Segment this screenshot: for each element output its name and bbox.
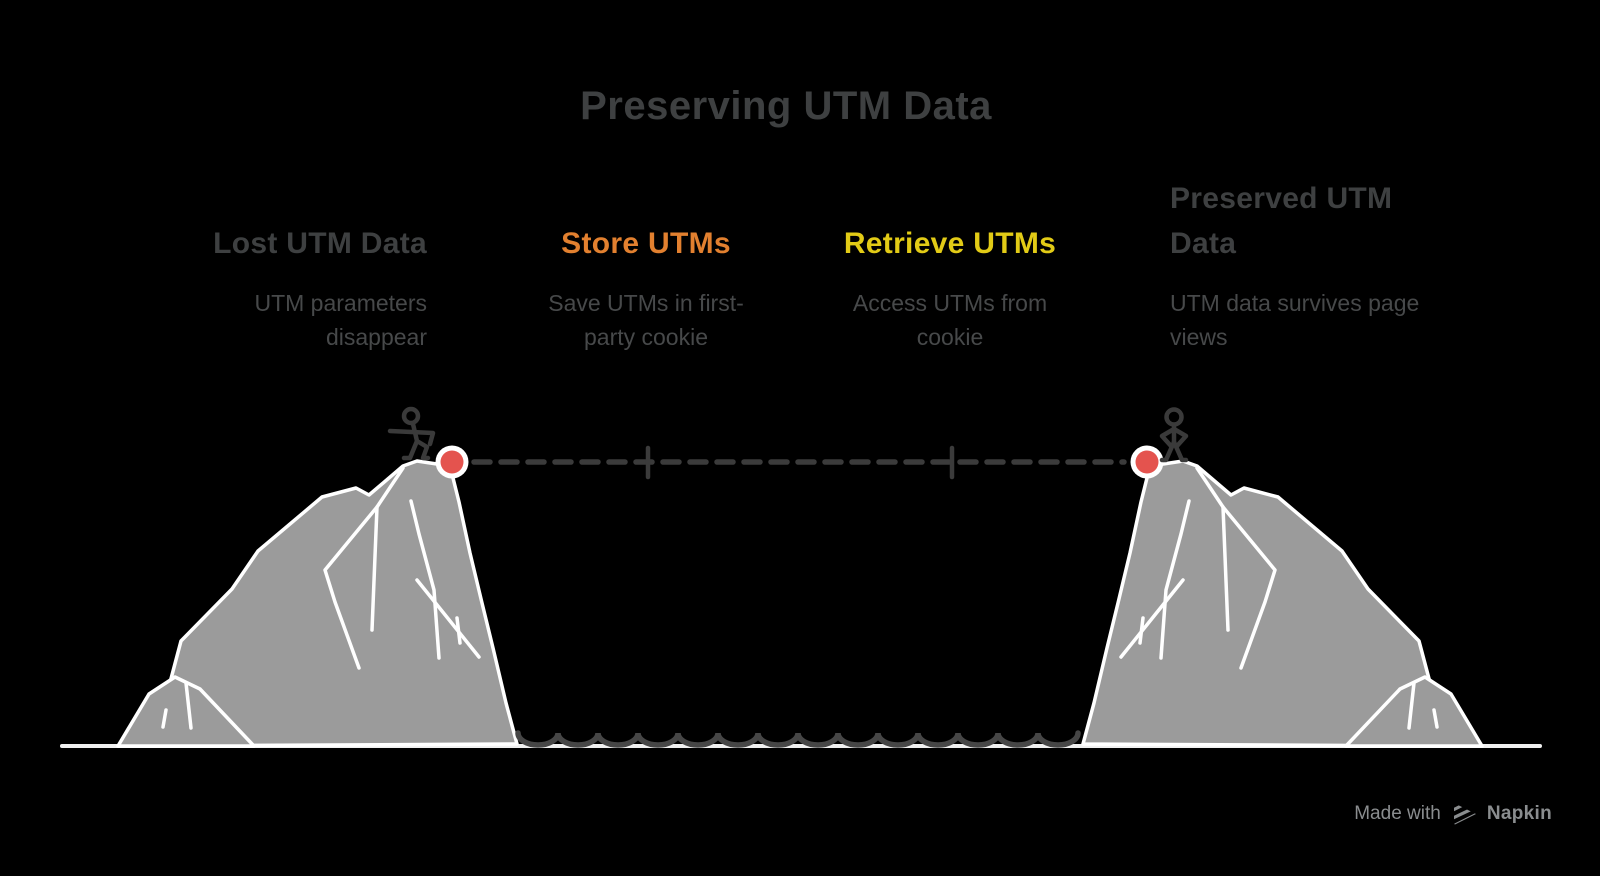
- step-description: UTM data survives page views: [1170, 290, 1420, 350]
- step-description: UTM parameters disappear: [254, 290, 427, 350]
- step-label: Store UTMs: [561, 227, 731, 260]
- step-description: Access UTMs from cookie: [852, 290, 1048, 350]
- stick-figure-left-icon: [387, 406, 436, 461]
- brand-label: Napkin: [1486, 803, 1552, 824]
- water-waves: [515, 730, 1081, 748]
- step-label: Retrieve UTMs: [843, 227, 1057, 260]
- step-label: Preserved UTM Data: [1170, 182, 1393, 260]
- step-lost-utm-data: Lost UTM Data UTM parameters disappear: [167, 221, 427, 354]
- cliff-right: [1081, 459, 1484, 748]
- step-store-utms: Store UTMs Save UTMs in first-party cook…: [516, 221, 776, 354]
- step-preserved-utm-data: Preserved UTM Data UTM data survives pag…: [1170, 176, 1460, 354]
- step-retrieve-utms: Retrieve UTMs Access UTMs from cookie: [820, 221, 1080, 354]
- step-label: Lost UTM Data: [213, 227, 427, 260]
- stick-figure-right-icon: [1159, 407, 1189, 463]
- napkin-logo-icon: [1453, 803, 1476, 825]
- page-title: Preserving UTM Data: [580, 84, 992, 128]
- made-with-label: Made with: [1354, 803, 1441, 824]
- cliff-left: [116, 459, 519, 748]
- made-with-napkin-attribution: Made with Napkin: [1354, 801, 1552, 827]
- step-description: Save UTMs in first-party cookie: [548, 290, 744, 350]
- waypoint-dot-left-icon: [435, 445, 469, 479]
- waypoint-dot-right-icon: [1130, 445, 1164, 479]
